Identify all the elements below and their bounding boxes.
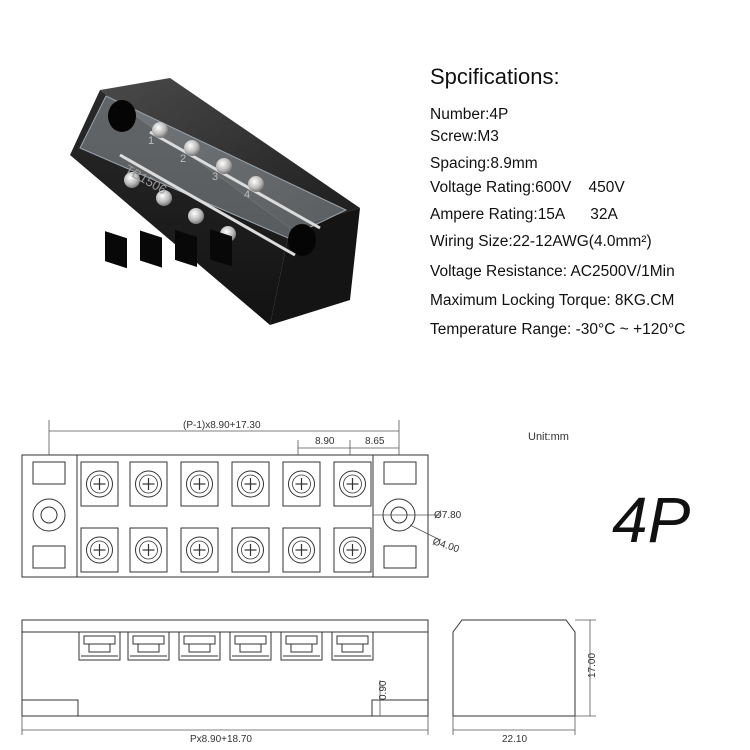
screw-head-icon (288, 470, 315, 498)
screw-row (124, 122, 264, 242)
screw-cells-bottom (80, 527, 372, 573)
mounting-hole-left (108, 100, 136, 132)
side-view-outline (452, 619, 576, 717)
dim-pitch: 8.90 (315, 436, 335, 447)
front-terminals (78, 631, 374, 661)
front-terminal (78, 631, 121, 661)
front-terminal (280, 631, 323, 661)
mounting-hole-right (288, 224, 316, 256)
screw-head-icon (237, 536, 264, 564)
screw-head-icon (186, 470, 213, 498)
screw-top-cell (333, 461, 372, 507)
dim-end: 8.65 (365, 436, 385, 447)
screw-bottom-cell (180, 527, 219, 573)
technical-drawing: (P-1)x8.90+17.30 8.90 8.65 Ø7.80 Ø4.00 U… (21, 420, 691, 745)
dim-side-height: 17.00 (587, 653, 598, 678)
mounting-hole-left-outline (32, 498, 66, 532)
screw-bottom-cell (80, 527, 119, 573)
screw-top-cell (231, 461, 270, 507)
screw-head-icon (135, 536, 162, 564)
front-terminal (331, 631, 374, 661)
screw-head-icon (339, 536, 366, 564)
screw-bottom-cell (231, 527, 270, 573)
screw-top-cell (129, 461, 168, 507)
block-size-label: 4P (612, 484, 691, 556)
spec-screw: Screw:M3 (430, 128, 499, 145)
spec-locking-torque: Maximum Locking Torque: 8KG.CM (430, 292, 675, 309)
specifications-title: Spcifications: (430, 64, 560, 89)
wire-slots (105, 229, 232, 269)
front-view-outline (21, 619, 429, 717)
dim-total-bottom: Px8.90+18.70 (190, 734, 252, 745)
terminal-block-photo: TB1506 1 2 3 4 (70, 78, 360, 325)
spec-voltage-rating: Voltage Rating:600V 450V (430, 179, 625, 196)
position-number-3: 3 (212, 171, 218, 183)
screw-head-icon (186, 536, 213, 564)
spec-wiring-size: Wiring Size:22-12AWG(4.0mm²) (430, 233, 652, 250)
dim-base: 0.90 (378, 680, 389, 700)
screw-head-icon (339, 470, 366, 498)
front-terminal (229, 631, 272, 661)
position-number-4: 4 (244, 189, 250, 201)
screw-head-icon (86, 470, 113, 498)
spec-spacing: Spacing:8.9mm (430, 155, 538, 172)
screw-top-cell (180, 461, 219, 507)
screw-head-icon (288, 536, 315, 564)
screw-top-cell (80, 461, 119, 507)
screw-head-icon (86, 536, 113, 564)
specifications-panel: Spcifications: Number:4P Screw:M3 Spacin… (430, 64, 740, 340)
spec-ampere-rating: Ampere Rating:15A 32A (430, 206, 618, 223)
top-view-outline (21, 454, 429, 578)
position-number-2: 2 (180, 153, 186, 165)
spec-temperature-range: Temperature Range: -30°C ~ +120°C (430, 321, 686, 338)
dim-side-width: 22.10 (502, 734, 527, 745)
screw-head-icon (237, 470, 264, 498)
screw-top-cell (282, 461, 321, 507)
screw-bottom-cell (333, 527, 372, 573)
dim-hole-outer: Ø7.80 (434, 510, 462, 521)
screw-head-icon (135, 470, 162, 498)
dim-hole-inner: Ø4.00 (431, 536, 461, 555)
dim-total-top: (P-1)x8.90+17.30 (183, 420, 261, 431)
spec-number: Number:4P (430, 106, 509, 123)
front-terminal (127, 631, 170, 661)
screw-bottom-cell (129, 527, 168, 573)
unit-label: Unit:mm (528, 431, 569, 443)
screw-bottom-cell (282, 527, 321, 573)
front-terminal (178, 631, 221, 661)
position-number-1: 1 (148, 135, 154, 147)
screw-cells-top (80, 461, 372, 507)
spec-voltage-resistance: Voltage Resistance: AC2500V/1Min (430, 263, 675, 280)
